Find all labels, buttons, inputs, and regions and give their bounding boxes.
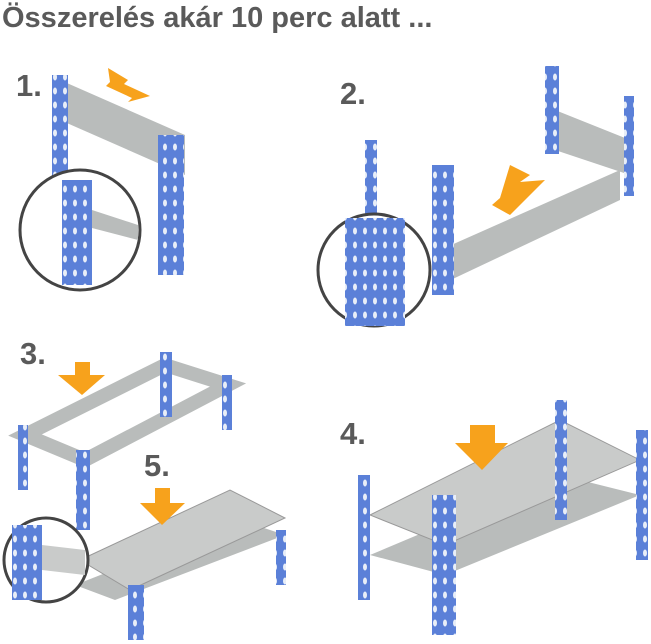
beam bbox=[555, 110, 630, 175]
arrow-icon bbox=[492, 165, 545, 215]
upright-post-detail bbox=[345, 218, 405, 326]
upright-post-detail bbox=[12, 525, 42, 600]
upright-post bbox=[432, 165, 454, 295]
upright-post bbox=[158, 135, 184, 275]
step-5-illustration bbox=[2, 488, 287, 640]
step-3-illustration bbox=[8, 352, 247, 530]
arrow-icon bbox=[106, 68, 150, 102]
step-1-label: 1. bbox=[16, 68, 42, 103]
upright-post bbox=[18, 425, 28, 490]
upright-post bbox=[636, 430, 648, 560]
page-title: Összerelés akár 10 perc alatt ... bbox=[2, 2, 433, 34]
arrow-icon bbox=[140, 488, 185, 525]
upright-post bbox=[128, 585, 144, 640]
step-1-illustration bbox=[18, 68, 185, 292]
shelf-detail bbox=[42, 545, 85, 575]
step-2-label: 2. bbox=[340, 76, 366, 111]
step-3-label: 3. bbox=[20, 336, 46, 371]
upright-post bbox=[545, 66, 559, 154]
upright-post bbox=[52, 75, 68, 195]
step-4-label: 4. bbox=[340, 416, 366, 451]
upright-post bbox=[222, 375, 232, 430]
beam bbox=[60, 80, 185, 175]
upright-post bbox=[358, 475, 370, 600]
beam-detail bbox=[92, 210, 138, 240]
upright-post bbox=[555, 400, 567, 520]
upright-post bbox=[624, 96, 634, 196]
shelf-panel bbox=[78, 489, 287, 591]
beam bbox=[440, 170, 620, 285]
upright-post bbox=[432, 495, 456, 635]
arrow-icon bbox=[455, 425, 508, 470]
step-2-illustration bbox=[316, 66, 634, 328]
upright-post bbox=[276, 530, 286, 585]
upright-post bbox=[160, 352, 172, 417]
step-4-illustration bbox=[358, 400, 648, 635]
arrow-icon bbox=[58, 362, 105, 395]
frame-beams bbox=[8, 357, 247, 468]
upright-post-detail bbox=[62, 180, 92, 285]
upright-post bbox=[76, 450, 90, 530]
step-5-label: 5. bbox=[144, 448, 170, 483]
